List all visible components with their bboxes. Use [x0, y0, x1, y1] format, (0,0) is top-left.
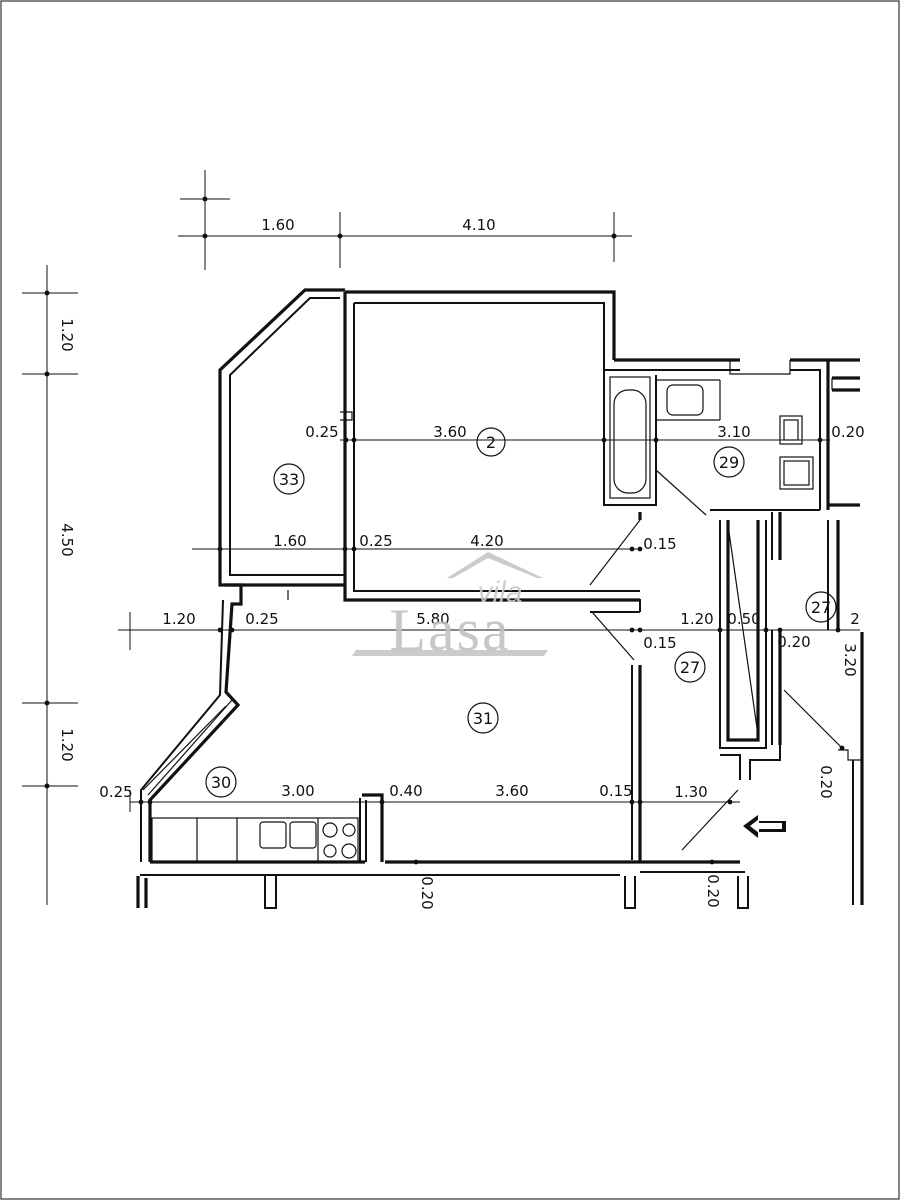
entry-arrow-icon	[743, 815, 786, 838]
dimension-label: 0.20	[704, 874, 722, 907]
dimension-label: 3.00	[281, 782, 314, 800]
dimension-label: 3.20	[841, 643, 859, 676]
dimension-ticks	[138, 437, 845, 865]
dimension-label: 0.25	[99, 783, 132, 801]
room-label: 29	[719, 453, 739, 472]
toilet	[656, 379, 721, 421]
room-label: 27	[680, 658, 700, 677]
room-label: 33	[279, 470, 299, 489]
dimension-label: 0.20	[831, 423, 864, 441]
dimension-label: 0.15	[643, 634, 676, 652]
room-label: 31	[473, 709, 493, 728]
doors	[589, 469, 843, 851]
dimension-label: 4.10	[462, 216, 495, 234]
dimension-label: 4.50	[58, 523, 76, 556]
dimension-label: 3.60	[495, 782, 528, 800]
dimension-label: 1.60	[273, 532, 306, 550]
room-label: 27	[811, 598, 831, 617]
room-numbers	[205, 427, 837, 798]
dimension-label: 0.40	[389, 782, 422, 800]
dimension-label: 0.20	[817, 765, 835, 798]
dimension-label: 1.20	[680, 610, 713, 628]
dimension-label: 4.20	[470, 532, 503, 550]
top-dimension-chain	[178, 170, 632, 270]
dimension-label: 0.20	[777, 633, 810, 651]
washing-machines	[779, 415, 814, 490]
watermark-logo: vila Lasa	[352, 552, 548, 663]
dimension-label: 1.30	[674, 783, 707, 801]
kitchen-counter	[151, 817, 359, 863]
left-dimension-chain	[22, 265, 78, 905]
dimension-label: 0.25	[245, 610, 278, 628]
dimension-label: 0.15	[599, 782, 632, 800]
dimension-label: 1.60	[261, 216, 294, 234]
dimension-label: 1.20	[58, 728, 76, 761]
dimension-label: 0.25	[359, 532, 392, 550]
dimension-label: 3.10	[717, 423, 750, 441]
dimension-label: 0.50	[727, 610, 760, 628]
dimension-label: 2	[850, 610, 860, 628]
room-label: 30	[211, 773, 231, 792]
watermark-line1: vila	[477, 576, 522, 609]
room-label: 2	[486, 433, 496, 452]
dimension-label: 0.15	[643, 535, 676, 553]
bathtub	[609, 376, 651, 499]
dimension-label: 0.20	[418, 876, 436, 909]
dimension-label: 3.60	[433, 423, 466, 441]
dimension-label: 1.20	[162, 610, 195, 628]
dimension-label: 0.25	[305, 423, 338, 441]
dimension-label: 5.80	[416, 610, 449, 628]
dimension-label: 1.20	[58, 318, 76, 351]
